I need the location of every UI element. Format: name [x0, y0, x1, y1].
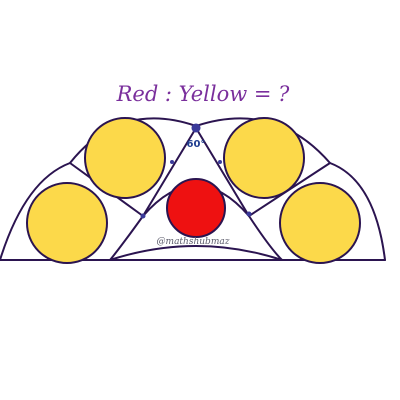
left-tangent-point: [140, 213, 146, 219]
wedge-right-line: [195, 127, 250, 217]
yellow-circles: [26, 117, 361, 264]
wedge-left-line: [142, 127, 197, 217]
left-lower-curve: [109, 215, 144, 261]
puzzle-title: Red : Yellow = ?: [116, 82, 291, 106]
center-lower-curve: [109, 245, 283, 261]
right-tangent-point: [246, 211, 252, 217]
yellow-circle-bottom-right: [279, 182, 361, 264]
angle-label: 60°: [187, 139, 206, 150]
right-wedge-tick: [218, 160, 222, 164]
red-circle: [166, 178, 226, 238]
apex-point: [191, 123, 201, 133]
yellow-circle-bottom-left: [26, 182, 108, 264]
watermark-text: @mathshubmaz: [157, 237, 230, 247]
yellow-circle-top-right: [223, 117, 305, 199]
yellow-circle-top-left: [84, 117, 166, 199]
right-lower-curve: [248, 215, 283, 261]
tangent-points: [140, 123, 252, 219]
left-wedge-tick: [170, 160, 174, 164]
